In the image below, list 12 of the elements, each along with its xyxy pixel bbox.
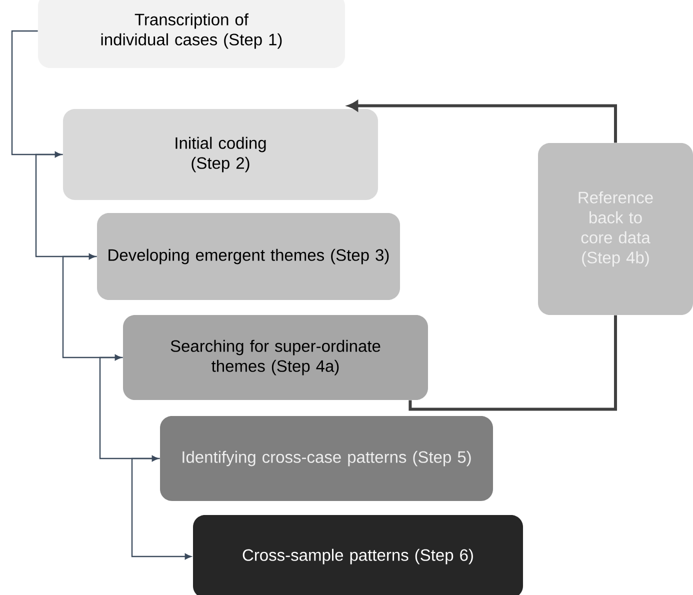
arrow xyxy=(131,458,192,560)
process-box: Cross-sample patterns (Step 6) xyxy=(193,515,523,595)
process-box: Initial coding (Step 2) xyxy=(63,109,378,200)
process-box: Identifying cross-case patterns (Step 5) xyxy=(160,416,493,501)
arrow xyxy=(348,100,617,143)
process-box: Transcription of individual cases (Step 1) xyxy=(38,0,345,68)
arrow xyxy=(35,154,96,260)
arrow xyxy=(99,356,158,462)
process-box: Developing emergent themes (Step 3) xyxy=(97,213,400,300)
arrow xyxy=(11,30,62,158)
process-box: Searching for super-ordinate themes (Step 4a) xyxy=(123,315,428,400)
arrow xyxy=(62,256,122,360)
